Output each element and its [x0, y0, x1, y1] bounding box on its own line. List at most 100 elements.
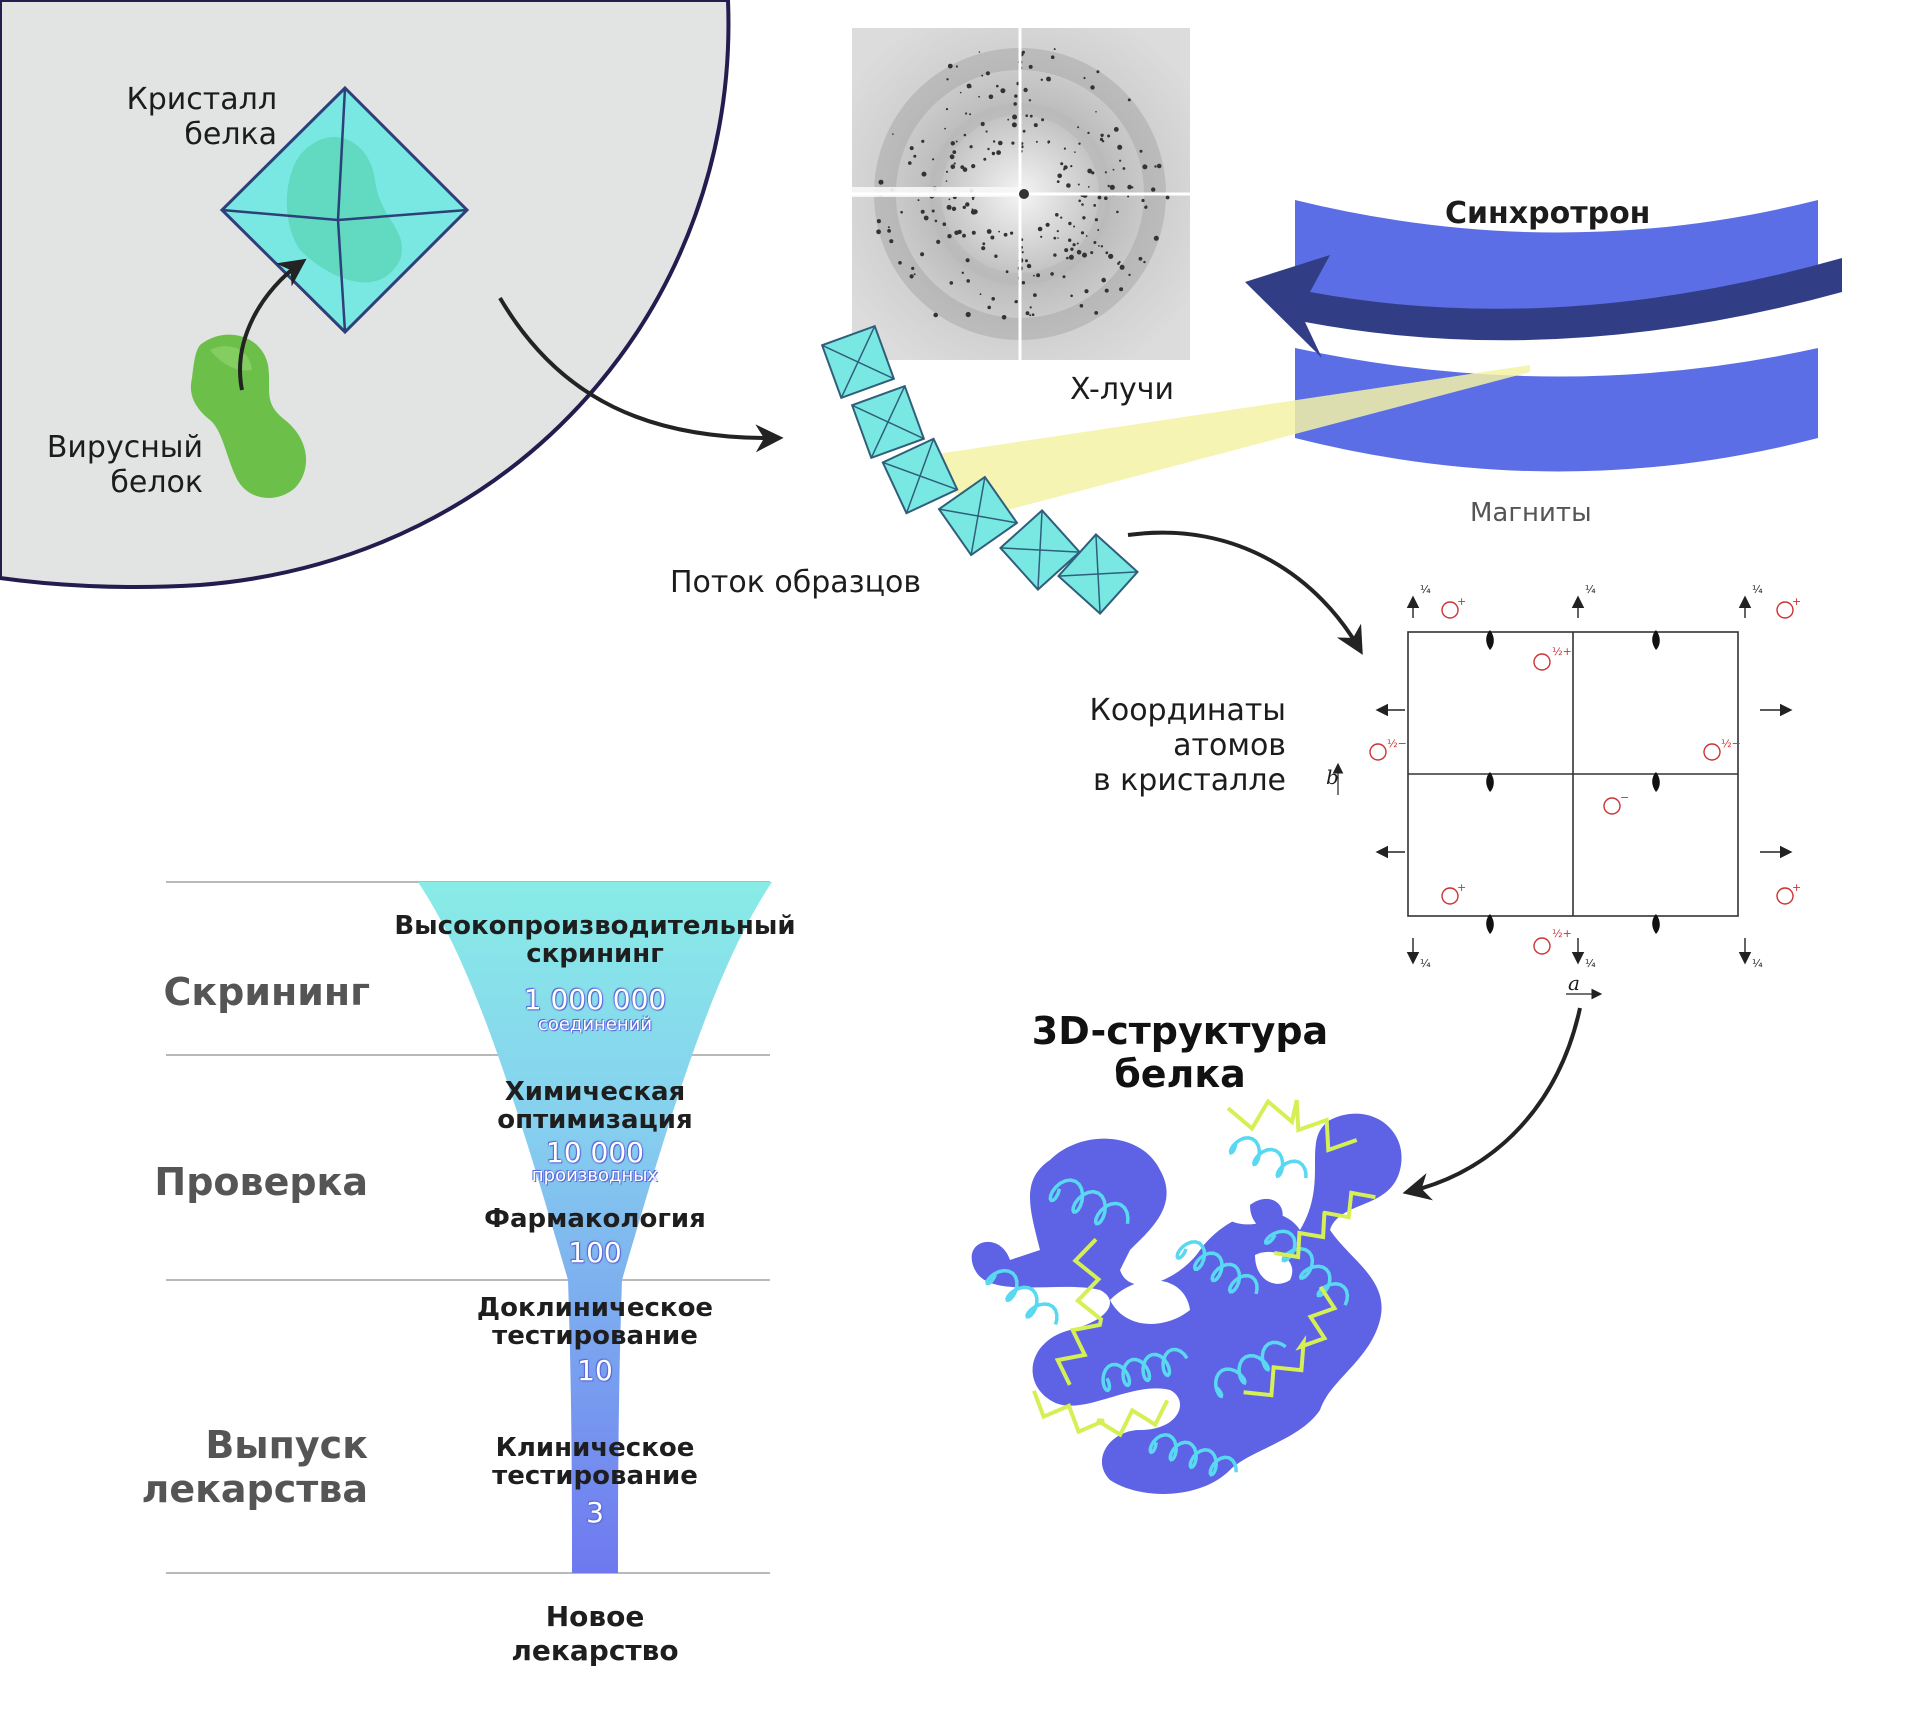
diffraction-spot: [909, 146, 914, 151]
diffraction-spot: [955, 140, 958, 143]
alpha-helix: [985, 1268, 1059, 1326]
protein-3d-structure-label: 3D-структура белка: [1031, 1009, 1329, 1096]
diffraction-spot: [1131, 186, 1134, 189]
symmetry-atom-marker: [1776, 601, 1794, 619]
diffraction-spot: [949, 281, 954, 285]
diffraction-spot: [934, 219, 938, 223]
alpha-helix: [1175, 1240, 1259, 1295]
diffraction-spot: [1139, 149, 1143, 153]
diffraction-spot: [1050, 272, 1054, 276]
diffraction-spot: [923, 215, 929, 221]
diffraction-spot: [1057, 237, 1059, 239]
diffraction-spot: [996, 150, 1001, 156]
diffraction-spot: [990, 235, 995, 240]
symmetry-atom-marker: [1369, 743, 1387, 761]
diffraction-spot: [949, 154, 955, 160]
diffraction-spot: [955, 65, 959, 68]
diffraction-spot: [969, 145, 973, 149]
symmetry-height-label: ¼: [1420, 957, 1431, 970]
axis-b-label: b: [1326, 765, 1339, 789]
diffraction-spot: [1082, 252, 1087, 258]
coordinates-to-structure-arrow: [1402, 1007, 1582, 1201]
diffraction-spot: [1063, 165, 1068, 170]
sample-crystal-icon: [937, 475, 1019, 557]
diffraction-spot: [1097, 195, 1102, 200]
diffraction-spot: [1063, 147, 1066, 150]
diffraction-spot: [1029, 314, 1032, 317]
diffraction-spot: [962, 167, 968, 172]
diffraction-spot: [962, 233, 966, 238]
diffraction-spot: [1070, 165, 1073, 168]
diffraction-spot: [961, 271, 964, 274]
step-chem-opt-name: Химическая оптимизация: [497, 1077, 693, 1135]
synchrotron-icon: [1245, 200, 1842, 472]
diffraction-spot: [1040, 235, 1043, 238]
beta-strand: [1243, 1285, 1338, 1398]
diffraction-spot: [953, 162, 956, 165]
diffraction-spot: [1096, 70, 1100, 74]
diffraction-spot: [1023, 87, 1028, 93]
diffraction-spot: [1073, 225, 1076, 228]
axis-a-label: a: [1568, 971, 1580, 995]
diffraction-spot: [920, 252, 925, 257]
diffraction-spot: [1014, 94, 1018, 98]
diffraction-spot: [1060, 162, 1064, 166]
protein-crystal-label: Кристалл белка: [126, 82, 277, 152]
diffraction-spot: [1109, 184, 1115, 190]
diffraction-spot: [1091, 171, 1095, 175]
diffraction-spot: [991, 151, 996, 156]
sample-crystal-icon: [1057, 533, 1139, 615]
alpha-helix: [1263, 1229, 1350, 1306]
diffraction-spot: [1014, 300, 1017, 304]
diffraction-spot: [1036, 273, 1041, 278]
step-preclinical-name: Доклиническое тестирование: [476, 1293, 714, 1351]
diffraction-spot: [1057, 173, 1062, 179]
diffraction-spot: [1080, 231, 1085, 235]
diffraction-spot: [1056, 230, 1059, 233]
protein-3d-structure: [971, 1098, 1402, 1494]
symmetry-height-label: ¼: [1752, 957, 1763, 970]
diffraction-spot: [1098, 245, 1100, 247]
diffraction-spot: [887, 229, 891, 233]
symmetry-atom-marker: [1533, 653, 1551, 671]
diffraction-spot: [979, 293, 982, 296]
binding-arrow: [238, 258, 307, 391]
diffraction-spot: [1104, 288, 1109, 293]
diffraction-spot: [1117, 262, 1120, 265]
diffraction-spot: [1093, 204, 1097, 207]
diffraction-spot: [1025, 114, 1028, 117]
diffraction-spot: [985, 130, 988, 133]
screw-axis-symbol: [1652, 914, 1660, 934]
beta-strand: [1226, 1098, 1358, 1153]
diffraction-spot: [1028, 99, 1032, 102]
symmetry-height-label: +: [1457, 595, 1467, 608]
diffraction-spot: [1053, 48, 1056, 51]
diffraction-spot: [1010, 231, 1014, 235]
symmetry-atom-marker: [1441, 887, 1459, 905]
diffraction-spot: [966, 83, 972, 89]
diffraction-spot: [913, 154, 917, 158]
diffraction-spot: [985, 71, 991, 76]
diffraction-spot: [950, 164, 956, 169]
diffraction-spot: [911, 266, 915, 270]
diffraction-spot: [1097, 229, 1100, 231]
symmetry-atom-marker: [1441, 601, 1459, 619]
stream-to-coordinates-arrow: [1127, 530, 1363, 655]
diffraction-spot: [1079, 304, 1084, 308]
diffraction-spot: [947, 63, 953, 69]
diffraction-spot: [1077, 126, 1080, 129]
diffraction-spot: [1090, 85, 1095, 90]
screw-axis-symbol: [1652, 772, 1660, 792]
new-drug-label: Новое лекарство: [511, 1600, 679, 1667]
symmetry-height-label: ¼: [1585, 957, 1596, 970]
diffraction-spot: [1068, 238, 1072, 242]
diffraction-spot: [945, 108, 949, 111]
diffraction-spot: [1003, 232, 1008, 237]
diffraction-spot: [900, 210, 903, 214]
sample-crystal-icon: [999, 509, 1081, 591]
diffraction-spot: [931, 209, 935, 213]
diffraction-spot: [945, 180, 948, 182]
step-clinical-count: 3: [586, 1496, 604, 1529]
diffraction-spot: [980, 121, 985, 127]
diffraction-spot: [994, 254, 998, 258]
